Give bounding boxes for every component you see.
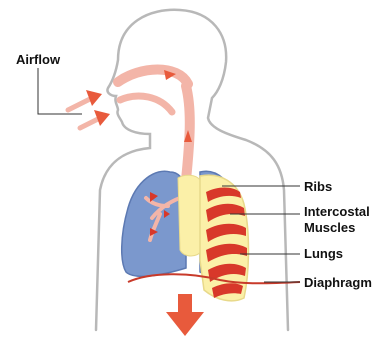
ribs-label: Ribs bbox=[304, 179, 332, 194]
sternum bbox=[178, 175, 202, 256]
airway-nasal bbox=[118, 70, 188, 85]
diaphragm-label: Diaphragm bbox=[304, 275, 372, 290]
airflow-arrows-icon bbox=[68, 90, 110, 128]
intercostal-label: Intercostal bbox=[304, 204, 370, 219]
airway-oral bbox=[120, 96, 172, 112]
diaphragm-down-arrow-icon bbox=[166, 294, 204, 336]
body-outline bbox=[96, 10, 288, 330]
muscles-label: Muscles bbox=[304, 220, 355, 235]
lungs-label: Lungs bbox=[304, 246, 343, 261]
airflow-label: Airflow bbox=[16, 52, 61, 67]
